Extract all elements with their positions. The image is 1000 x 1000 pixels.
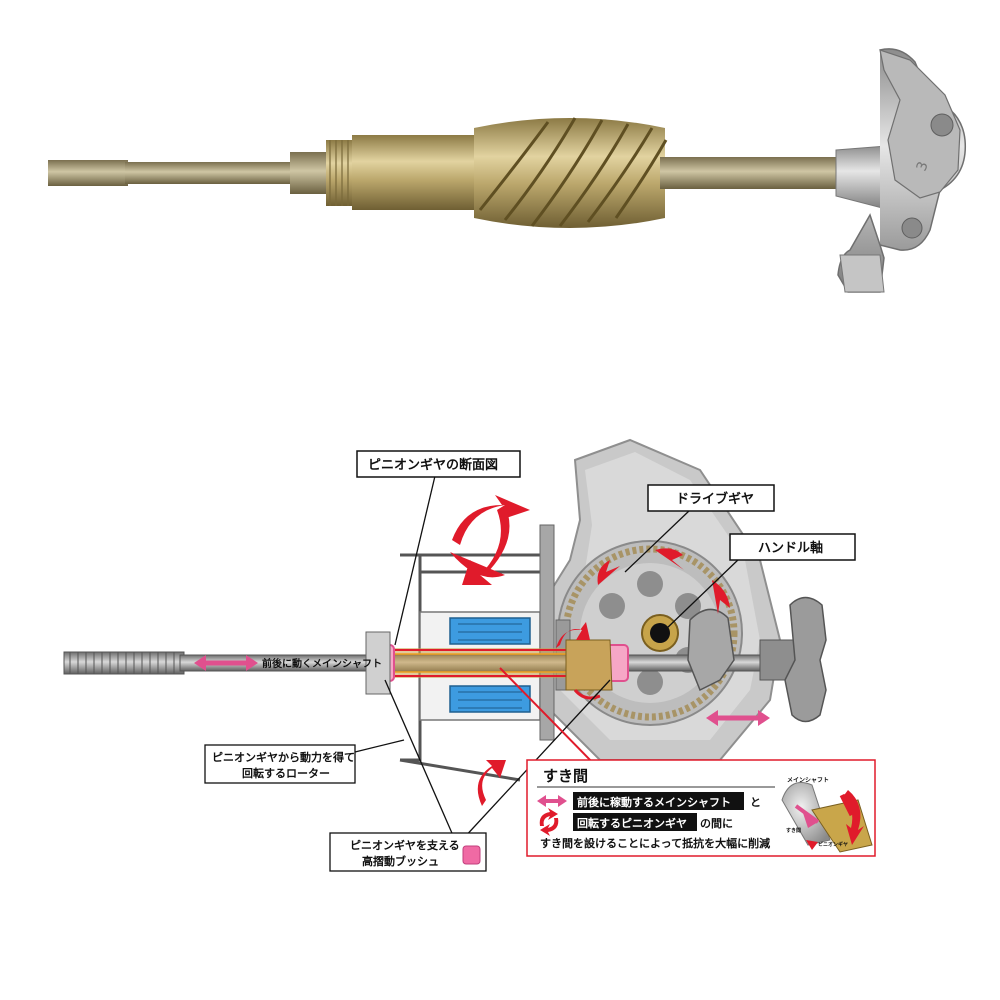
mini-main-shaft: メインシャフト: [787, 777, 829, 784]
gap-row1-arrow: [537, 795, 567, 807]
mini-pinion: ピニオンギヤ: [818, 841, 848, 848]
rotation-arrow-bottom: [477, 760, 506, 806]
label-rotor-line2: 回転するローター: [242, 766, 330, 780]
label-drive-gear: ドライブギヤ: [676, 491, 754, 507]
callout-drive-gear: ドライブギヤ: [647, 484, 775, 512]
gap-mini-illustration: メインシャフト すき間 ピニオンギヤ: [781, 777, 873, 853]
hex-section: [352, 135, 477, 210]
callout-rotor: ピニオンギヤから動力を得て 回転するローター: [204, 744, 356, 784]
label-handle-shaft: ハンドル軸: [758, 540, 823, 556]
label-bush-line1: ピニオンギヤを支える: [350, 838, 460, 852]
bush-swatch: [462, 845, 481, 865]
gap-row2-highlight: 回転するピニオンギヤ: [577, 816, 687, 830]
pinion-gear-photo: [474, 117, 668, 228]
main-shaft-photo: [125, 162, 295, 184]
gap-row2-rotate-icon: [539, 808, 559, 836]
label-rotor-line1: ピニオンギヤから動力を得て: [212, 750, 355, 764]
gap-row1-suffix: と: [750, 796, 761, 809]
mini-gap: すき間: [786, 827, 801, 834]
callout-pinion-section: ピニオンギヤの断面図: [356, 450, 521, 478]
gap-title: すき間: [543, 767, 588, 785]
gap-row1-highlight: 前後に稼動するメインシャフト: [577, 795, 731, 809]
rotation-arrow-gear-1: [597, 560, 620, 585]
shaft-tip: [48, 160, 128, 186]
handle-casting: 3: [835, 48, 967, 293]
label-pinion-section: ピニオンギヤの断面図: [368, 457, 498, 473]
shaft-motion-arrow-right: [706, 710, 770, 726]
cross-section-diagram: 前後に動くメインシャフト: [63, 438, 827, 841]
label-bush-line2: 高摺動ブッシュ: [362, 854, 439, 868]
label-main-shaft-moves: 前後に動くメインシャフト: [262, 657, 382, 670]
rotation-arrow-large: [450, 495, 530, 578]
gap-row2-suffix: の間に: [700, 817, 733, 830]
gap-callout-box: すき間 前後に稼動するメインシャフト と 回転するピニオンギヤ の間に すき間を…: [526, 759, 876, 857]
handle-hole-lower: [901, 217, 923, 239]
callout-bush: ピニオンギヤを支える 高摺動ブッシュ: [329, 832, 487, 872]
threaded-collar: [326, 140, 354, 206]
shaft-motion-arrow-left: [194, 655, 258, 671]
callout-handle-shaft: ハンドル軸: [729, 533, 856, 561]
rotation-arrow-pinion: [556, 622, 590, 648]
handle-hole-upper: [930, 113, 954, 137]
shaft-photo: 3: [48, 48, 967, 293]
gap-row3: すき間を設けることによって抵抗を大幅に削減: [540, 836, 770, 850]
handle-diagram: [687, 596, 827, 723]
rotation-arrow-gear-3: [712, 580, 730, 614]
rotation-arrow-gear-2: [655, 548, 684, 570]
